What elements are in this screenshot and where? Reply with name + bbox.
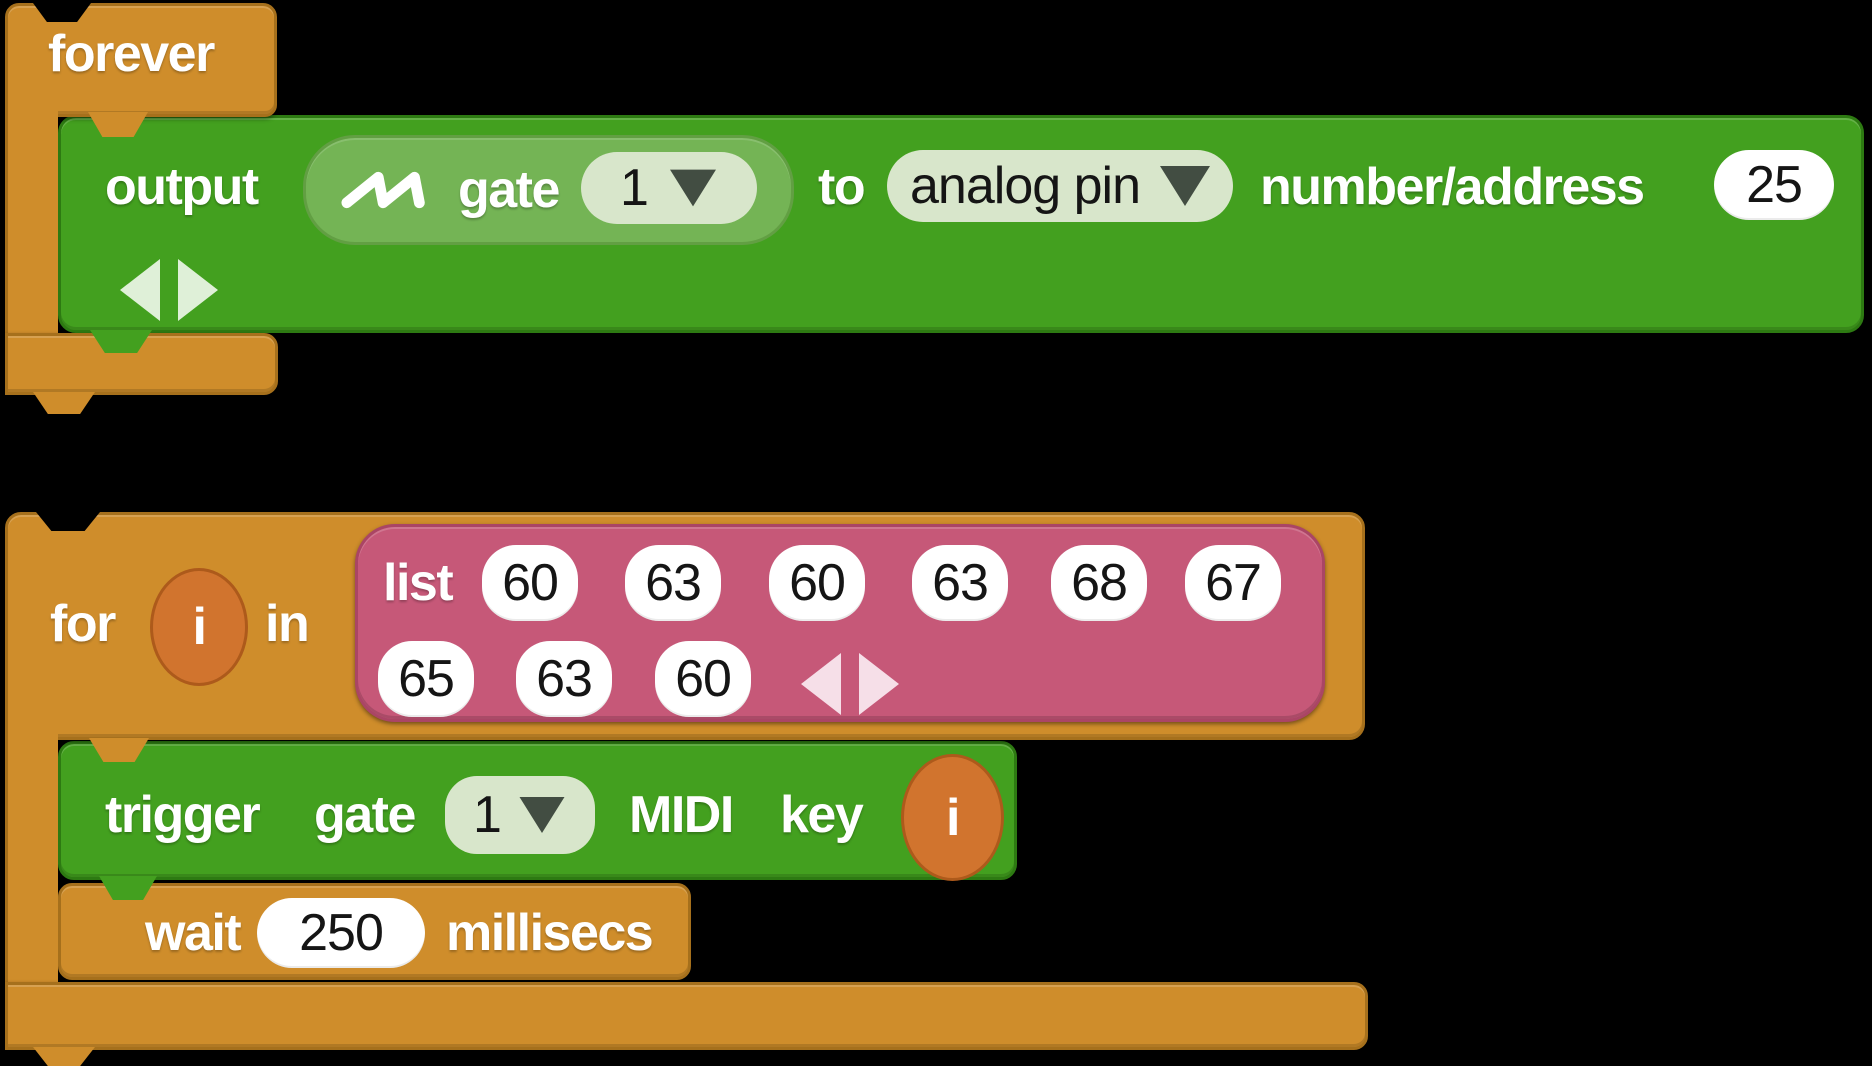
- collapse-arrow-left-icon[interactable]: [801, 653, 841, 715]
- expand-arrow-right-icon[interactable]: [859, 653, 899, 715]
- trigger-channel-dropdown[interactable]: 1: [445, 776, 595, 854]
- list-item-value: 60: [789, 554, 846, 612]
- list-item-input[interactable]: 68: [1051, 545, 1147, 621]
- list-item-input[interactable]: 67: [1185, 545, 1281, 621]
- output-label: output: [105, 158, 259, 216]
- list-item-input[interactable]: 63: [625, 545, 721, 621]
- list-item-input[interactable]: 60: [655, 641, 751, 717]
- loop-variable-name: i: [192, 598, 207, 656]
- list-item-value: 63: [932, 554, 989, 612]
- gate-channel-dropdown[interactable]: 1: [581, 152, 757, 224]
- gate-channel-value: 1: [620, 159, 649, 217]
- list-item-input[interactable]: 65: [378, 641, 474, 717]
- list-item-value: 65: [398, 650, 455, 708]
- sawtooth-wave-icon: [341, 171, 425, 209]
- pin-number-value: 25: [1746, 156, 1803, 214]
- pin-number-input[interactable]: 25: [1714, 150, 1834, 220]
- list-label: list: [383, 554, 454, 612]
- list-item-input[interactable]: 60: [482, 545, 578, 621]
- pin-type-dropdown[interactable]: analog pin: [887, 150, 1233, 222]
- list-item-value: 68: [1071, 554, 1128, 612]
- trigger-channel-value: 1: [473, 786, 502, 844]
- forever-label: forever: [48, 25, 215, 83]
- list-item-value: 63: [536, 650, 593, 708]
- wait-duration-value: 250: [299, 904, 384, 962]
- trigger-key-variable-name: i: [946, 788, 960, 847]
- collapse-arrow-left-icon[interactable]: [120, 259, 160, 321]
- key-label: key: [780, 786, 864, 844]
- forever-block[interactable]: [5, 3, 277, 117]
- number-address-label: number/address: [1260, 158, 1645, 216]
- trigger-gate-label: gate: [314, 786, 416, 844]
- forever-block-spine[interactable]: [5, 100, 58, 340]
- list-block[interactable]: list 60 63 60 63 68 67 65 63 60: [355, 524, 1325, 722]
- list-item-input[interactable]: 60: [769, 545, 865, 621]
- for-block-bottom[interactable]: [5, 982, 1368, 1050]
- dropdown-arrow-icon: [1160, 166, 1210, 206]
- trigger-label: trigger: [105, 786, 261, 844]
- for-label: for: [50, 595, 116, 653]
- for-block-spine[interactable]: [5, 725, 58, 990]
- list-item-input[interactable]: 63: [516, 641, 612, 717]
- millisecs-label: millisecs: [446, 904, 654, 962]
- to-label: to: [818, 158, 866, 216]
- wave-gate-reporter[interactable]: gate 1: [303, 135, 794, 245]
- dropdown-arrow-icon: [669, 169, 716, 207]
- for-top-notch: [36, 512, 100, 531]
- expand-arrow-right-icon[interactable]: [178, 259, 218, 321]
- list-item-value: 63: [645, 554, 702, 612]
- midi-label: MIDI: [629, 786, 734, 844]
- dropdown-arrow-icon: [519, 797, 565, 833]
- pin-type-value: analog pin: [910, 157, 1141, 215]
- in-label: in: [265, 595, 310, 653]
- for-bottom-tab: [33, 1047, 95, 1066]
- list-item-value: 67: [1205, 554, 1262, 612]
- gate-label: gate: [458, 161, 560, 219]
- wait-label: wait: [145, 904, 242, 962]
- wait-duration-input[interactable]: 250: [257, 898, 425, 968]
- list-item-value: 60: [675, 650, 732, 708]
- list-item-input[interactable]: 63: [912, 545, 1008, 621]
- forever-bottom-tab: [33, 392, 95, 414]
- output-block-tab: [90, 330, 152, 353]
- trigger-key-variable[interactable]: i: [901, 754, 1004, 881]
- loop-variable[interactable]: i: [150, 568, 248, 686]
- list-item-value: 60: [502, 554, 559, 612]
- forever-top-notch: [33, 3, 91, 22]
